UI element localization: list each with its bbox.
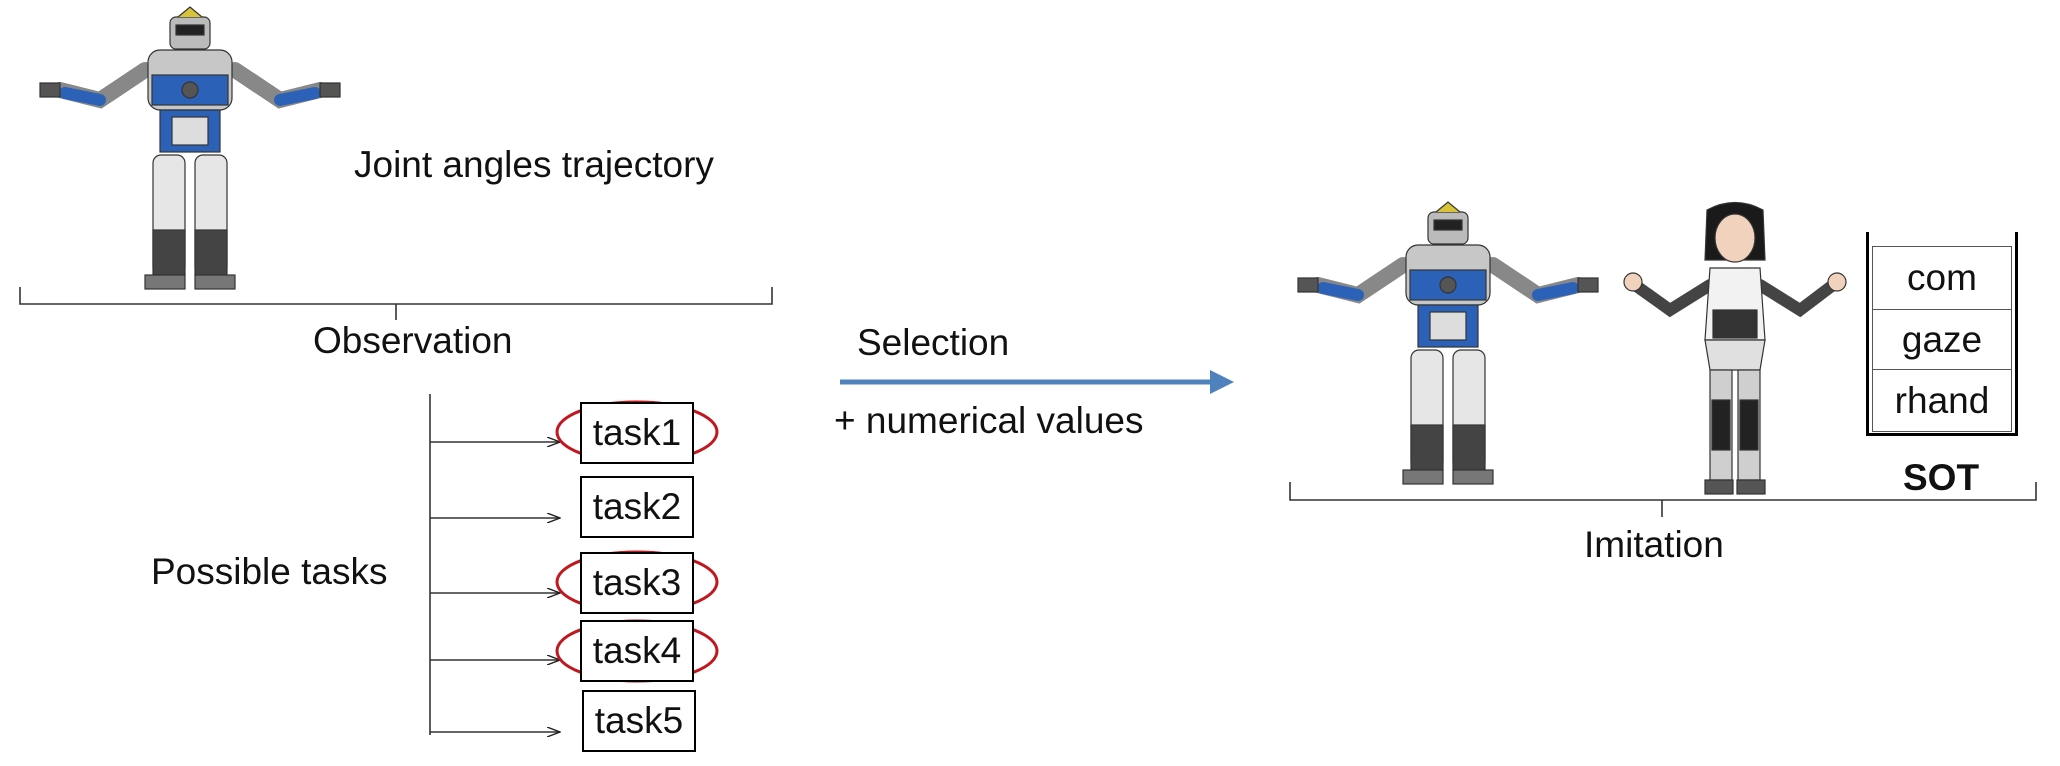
imitation-brace [1289,482,2037,517]
observation-title: Observation [313,320,513,361]
possible-tasks-label: Possible tasks [151,551,388,592]
joint-angles-label: Joint angles trajectory [354,144,714,185]
task-label: task3 [592,562,682,603]
task-box-5: task5 [582,690,696,752]
hrp2-robot-icon [1297,201,1599,485]
task-box-1: task1 [580,402,694,464]
sot-container: com gaze rhand [1866,232,2018,436]
hrp2-robot-icon [39,6,341,290]
task-box-4: task4 [580,620,694,682]
sot-task-rhand: rhand [1873,369,2011,431]
task-box-2: task2 [580,476,694,538]
sot-task-gaze: gaze [1873,309,2011,369]
task-box-3: task3 [580,552,694,614]
imitation-title: Imitation [1584,524,1724,565]
task-label: task5 [594,700,684,741]
task-label: task2 [592,486,682,527]
observation-brace [19,287,773,320]
sot-task-com: com [1907,257,1977,298]
sot-title: SOT [1903,457,1980,498]
task-label: task4 [592,630,682,671]
selection-label: Selection [857,322,1010,363]
selection-arrow [840,370,1234,394]
sot-stack: com gaze rhand [1872,246,2012,432]
task-label: task1 [592,412,682,453]
female-humanoid-icon [1623,201,1847,495]
numerical-values-label: + numerical values [834,400,1144,441]
